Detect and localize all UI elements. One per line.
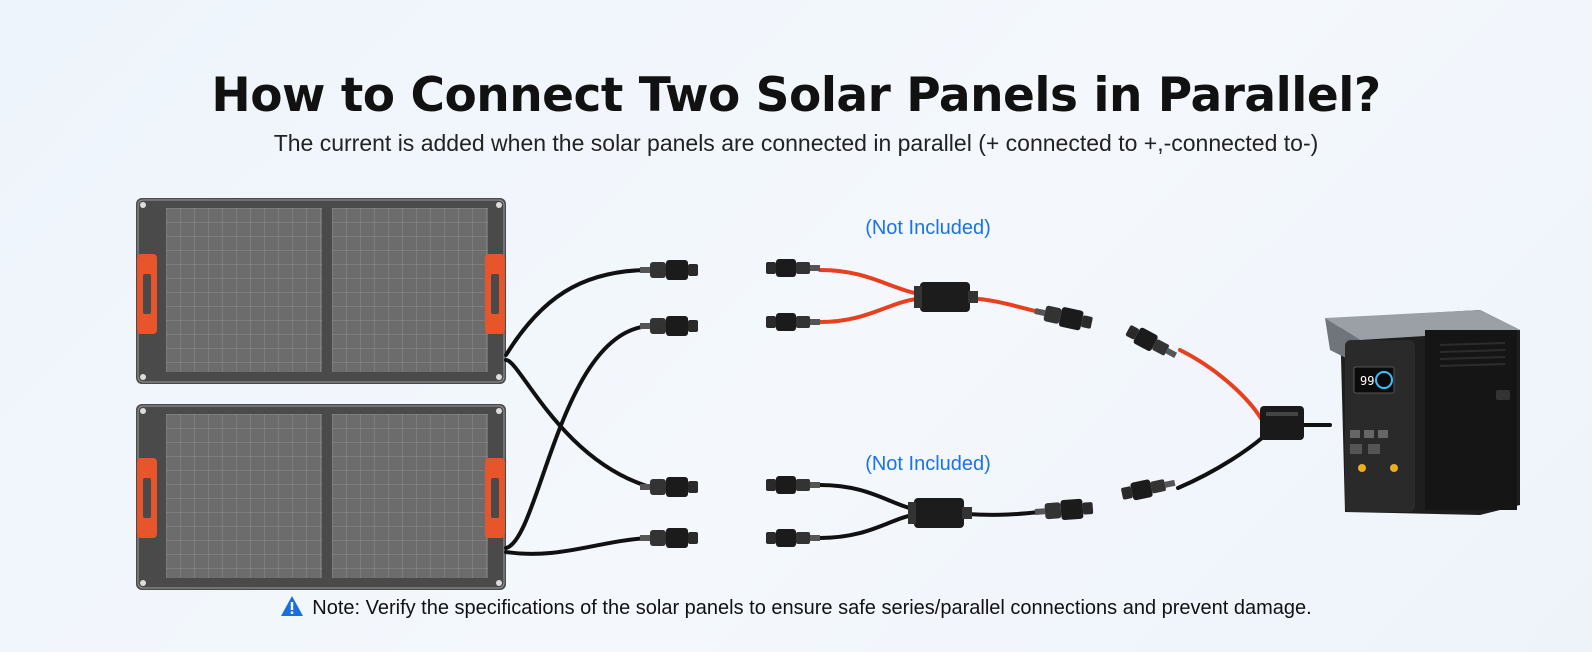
mc4-connector-icon (1034, 497, 1094, 522)
mc4-connector-icon (1120, 473, 1177, 503)
y-branch-connector-icon (914, 282, 978, 312)
mc4-connector-icon (766, 529, 820, 547)
power-station-display: 99 (1360, 374, 1374, 388)
positive-branch-cable (818, 268, 1264, 422)
top-branch-label: (Not Included) (865, 217, 991, 239)
mc4-connector-icon (766, 476, 820, 494)
mc4-connector-icon (766, 259, 820, 277)
mc4-connector-icon (640, 316, 698, 336)
y-branch-connector-icon (908, 498, 972, 528)
footer-note: Note: Verify the specifications of the s… (0, 595, 1592, 623)
solar-panel-icon (136, 404, 506, 590)
footer-note-text: Note: Verify the specifications of the s… (312, 597, 1312, 619)
panel-cables (504, 268, 652, 556)
mc4-connector-icon (766, 313, 820, 331)
solar-panel-icon (136, 198, 506, 384)
xt60-plug-icon (1260, 406, 1304, 440)
page-subtitle: The current is added when the solar pane… (273, 130, 1319, 156)
power-station-icon (1325, 310, 1520, 515)
warning-icon (280, 595, 304, 623)
mc4-connector-icon (1032, 301, 1094, 333)
mc4-connector-icon (640, 528, 698, 548)
mc4-connector-icon (640, 477, 698, 497)
mc4-connector-icon (1123, 322, 1180, 364)
bottom-branch-label: (Not Included) (865, 453, 991, 475)
mc4-connector-icon (640, 260, 698, 280)
page-title: How to Connect Two Solar Panels in Paral… (211, 68, 1381, 123)
